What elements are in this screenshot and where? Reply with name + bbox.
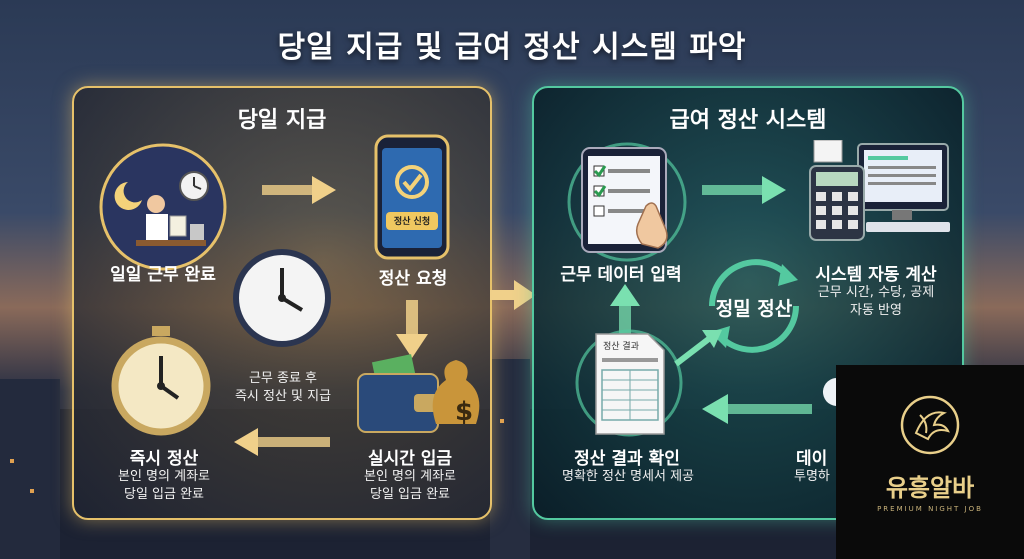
- settlement-document-icon: [575, 329, 683, 437]
- result-check-desc: 명확한 정산 명세서 제공: [562, 469, 694, 484]
- result-check-label: 정산 결과 확인: [574, 449, 680, 469]
- arrow-down-icon: [396, 300, 428, 358]
- arrow-up-icon: [610, 284, 640, 336]
- data-partial-label: 데이: [796, 449, 828, 469]
- same-day-panel-title: 당일 지급: [237, 108, 327, 133]
- smartphone-icon: [374, 134, 450, 260]
- panel-connector-arrow-icon: [490, 280, 536, 310]
- logo-emblem-icon: [900, 395, 960, 455]
- auto-calc-desc: 근무 시간, 수당, 공제 자동 반영: [817, 285, 935, 318]
- request-button-label: 정산 신청: [393, 217, 431, 227]
- arrow-left-green-icon: [702, 394, 812, 424]
- logo-name: 유흥알바: [885, 474, 975, 502]
- night-worker-icon: [99, 143, 227, 271]
- work-complete-label: 일일 근무 완료: [110, 265, 216, 285]
- payroll-panel-title: 급여 정산 시스템: [669, 108, 827, 133]
- checklist-tablet-icon: [567, 142, 687, 262]
- arrow-diagonal-icon: [674, 330, 722, 367]
- logo-tagline: PREMIUM NIGHT JOB: [877, 505, 983, 513]
- arrow-left-icon: [234, 428, 330, 456]
- auto-calc-label: 시스템 자동 계산: [815, 265, 937, 285]
- data-partial-desc: 투명하: [794, 469, 830, 484]
- precision-settlement-label: 정밀 정산: [715, 298, 793, 320]
- svg-text:$: $: [455, 397, 473, 427]
- instant-settlement-title: 즉시 정산: [129, 449, 199, 469]
- brand-logo-box: 유흥알바 PREMIUM NIGHT JOB: [836, 365, 1024, 559]
- computer-calculator-icon: [809, 140, 950, 241]
- data-input-label: 근무 데이터 입력: [560, 265, 682, 285]
- instant-settlement-desc: 본인 명의 계좌로 당일 입금 완료: [118, 469, 210, 502]
- wallet-money-icon: $: [357, 354, 480, 433]
- clock-note: 근무 종료 후 즉시 정산 및 지급: [234, 371, 332, 404]
- request-label: 정산 요청: [378, 269, 448, 289]
- clock-icon: [233, 249, 331, 347]
- stopwatch-icon: [111, 326, 211, 436]
- arrow-right-icon: [262, 176, 336, 204]
- document-title: 정산 결과: [603, 342, 639, 352]
- same-day-payment-panel: 당일 지급 일일 근무 완료 정산 신청 정산 요청: [72, 86, 492, 520]
- arrow-right-green-icon: [702, 176, 786, 204]
- realtime-deposit-title: 실시간 입금: [367, 449, 453, 469]
- page-title: 당일 지급 및 급여 정산 시스템 파악: [277, 30, 747, 65]
- realtime-deposit-desc: 본인 명의 계좌로 당일 입금 완료: [364, 469, 456, 502]
